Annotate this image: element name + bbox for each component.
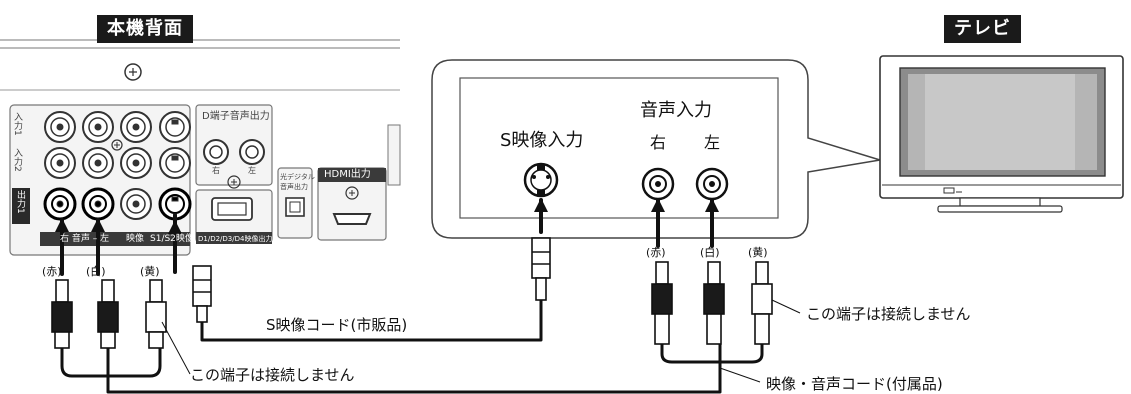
panel-hdmi-label: HDMI出力 — [324, 169, 371, 180]
svideo-plug-device — [192, 265, 212, 323]
callout-audio-in: 音声入力 — [640, 100, 712, 121]
tv-title: テレビ — [944, 15, 1021, 43]
panel-output1-label: 出力1 — [15, 190, 25, 214]
av-cord-line — [60, 342, 764, 394]
leader-lines — [161, 299, 801, 383]
plug-label-white-device: (白) — [86, 265, 106, 278]
not-connected-label-left: この端子は接続しません — [190, 366, 355, 384]
input1-jacks — [44, 111, 191, 143]
rca-plug-white-device — [97, 279, 119, 349]
panel-bottom-svideo: S1/S2映像 — [150, 234, 194, 244]
tv-audio-left-jack — [695, 167, 729, 201]
callout-svideo-in: S映像入力 — [500, 130, 584, 151]
rca-plug-red-tv — [651, 261, 673, 345]
output1-jacks — [43, 187, 192, 221]
panel-d-audio-label: D端子音声出力 — [202, 111, 270, 122]
panel-input1-label: 入力1 — [12, 112, 22, 136]
svideo-cord-label: S映像コード(市販品) — [266, 316, 408, 334]
panel-bottom-video: 映像 — [126, 234, 145, 244]
tv-audio-right-jack — [641, 167, 675, 201]
svideo-plug-tv — [531, 237, 551, 301]
callout-right: 右 — [650, 133, 667, 152]
callout-left: 左 — [704, 133, 721, 152]
device-rear-panel — [0, 39, 401, 256]
av-cord-label: 映像・音声コード(付属品) — [766, 375, 943, 393]
panel-right-small: 右 — [212, 166, 220, 175]
plug-label-yellow-tv: (黄) — [748, 246, 768, 259]
rca-plug-white-tv — [703, 261, 725, 345]
plugs — [51, 237, 773, 349]
rca-plug-yellow-device — [145, 279, 167, 349]
tv-input-callout — [431, 59, 881, 239]
not-connected-label-right: この端子は接続しません — [806, 305, 971, 323]
plug-label-red-device: (赤) — [42, 265, 62, 278]
svideo-cord-line — [200, 298, 543, 342]
plug-label-yellow-device: (黄) — [140, 265, 160, 278]
plug-label-white-tv: (白) — [700, 246, 720, 259]
panel-bottom-audio: 右 音声 – 左 — [60, 234, 110, 244]
tv-svideo-jack — [523, 162, 559, 198]
rca-plug-red-device — [51, 279, 73, 349]
connection-arrows — [55, 198, 719, 234]
input2-jacks — [44, 147, 191, 179]
panel-optical-line1: 光デジタル — [280, 173, 315, 181]
device-rear-title: 本機背面 — [97, 15, 193, 43]
panel-bottom-d: D1/D2/D3/D4映像出力 — [198, 235, 273, 243]
plug-label-red-tv: (赤) — [646, 246, 666, 259]
rca-plug-yellow-tv — [751, 261, 773, 345]
panel-input2-label: 入力2 — [12, 148, 22, 172]
panel-optical-line2: 音声出力 — [280, 183, 308, 191]
panel-left-small: 左 — [248, 166, 256, 175]
television — [879, 55, 1124, 213]
